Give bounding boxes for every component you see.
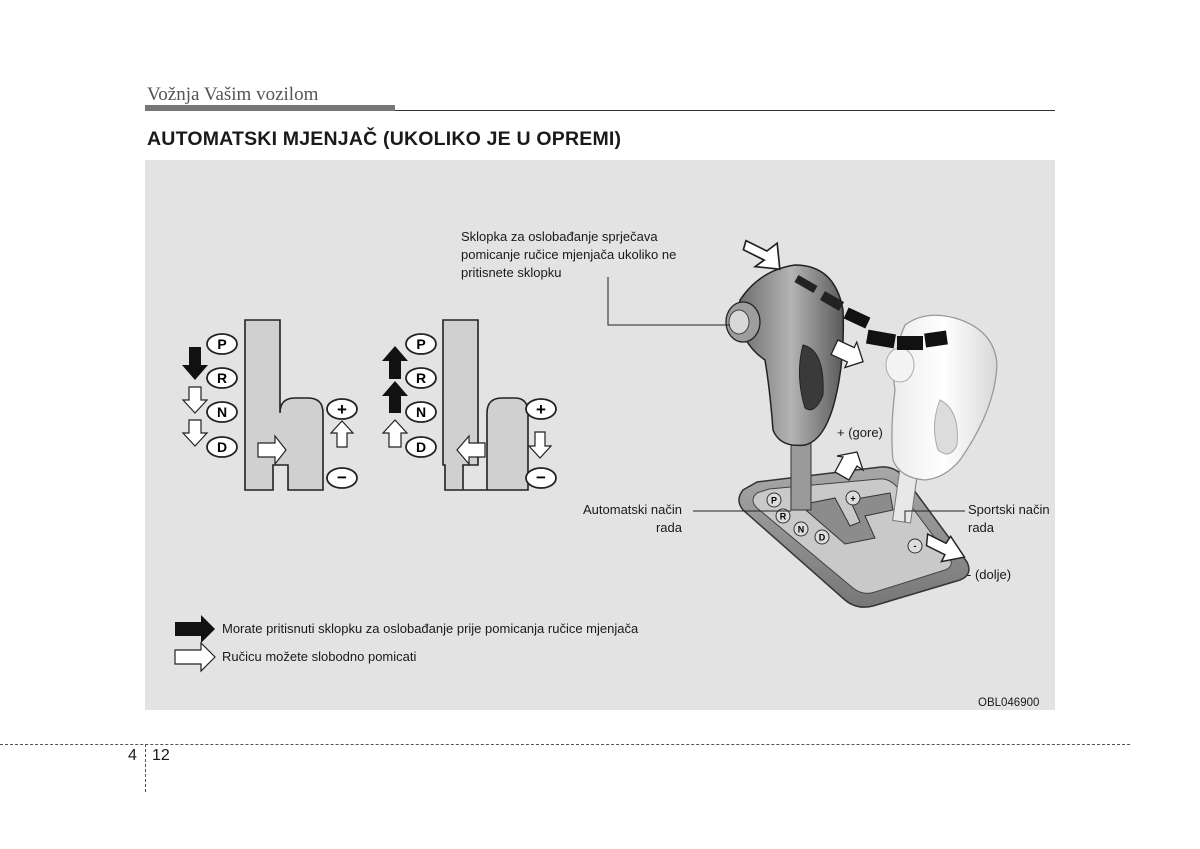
shift-lever-figure: P R N D + - xyxy=(145,160,1055,710)
up-plus-arrow xyxy=(834,451,865,481)
gate-diagram-left xyxy=(181,319,355,491)
section-title: Vožnja Vašim vozilom xyxy=(147,84,319,105)
legend-outline-label: Ručicu možete slobodno pomicati xyxy=(222,649,417,664)
leader-sport-mode xyxy=(904,510,965,522)
chapter-number: 4 xyxy=(128,747,137,764)
header-rule-thick xyxy=(145,105,395,111)
gate-label-plus: + xyxy=(337,400,347,419)
shifter-slot xyxy=(798,492,894,545)
svg-text:N: N xyxy=(798,525,805,535)
gate-slot-middle xyxy=(442,319,529,491)
filled-up-arrow xyxy=(382,346,408,379)
release-button-label: Sklopka za oslobađanje sprječava pomican… xyxy=(461,229,677,280)
legend-filled-label: Morate pritisnuti sklopku za oslobađanje… xyxy=(222,621,639,636)
svg-text:R: R xyxy=(780,512,787,522)
outline-left-arrow xyxy=(456,434,486,466)
footer-rule xyxy=(0,744,1130,745)
gate-label-n: N xyxy=(217,404,227,420)
auto-lever-shaft xyxy=(790,439,812,511)
gate-label-d: D xyxy=(416,439,426,455)
gate-label-n: N xyxy=(416,404,426,420)
sport-lever-knob xyxy=(891,314,998,481)
outline-down-arrow xyxy=(181,419,209,447)
leader-release-button xyxy=(607,277,730,326)
legend-filled-arrow xyxy=(175,615,215,643)
svg-text:+: + xyxy=(850,494,855,504)
automatic-mode-label: Automatski način rada xyxy=(583,502,682,535)
auto-lever-grip xyxy=(798,344,824,411)
shifter-illustration: P R N D + - xyxy=(607,239,998,608)
down-minus-arrow xyxy=(925,532,966,563)
figure-code: OBL046900 xyxy=(978,697,1040,709)
header-rule-thin xyxy=(395,110,1055,111)
svg-text:-: - xyxy=(914,541,917,551)
outline-down-arrow xyxy=(181,386,209,414)
gate-label-r: R xyxy=(416,370,426,386)
legend-outline-arrow xyxy=(174,641,216,673)
sport-lever-button xyxy=(885,347,915,383)
footer-divider xyxy=(145,744,146,792)
gate-bubbles: P R N D + − P R N D xyxy=(206,333,557,489)
filled-up-arrow xyxy=(382,381,408,413)
bubble-group-left: P R N D + − xyxy=(206,333,358,489)
forward-arrow xyxy=(742,239,781,271)
outline-up-arrow xyxy=(381,419,409,448)
figure-graphics: P R N D + - xyxy=(174,239,998,673)
gate-label-r: R xyxy=(217,370,227,386)
bubble-group-middle: P R N D + − xyxy=(405,333,557,489)
page-number: 12 xyxy=(152,747,170,764)
outline-right-arrow xyxy=(257,434,287,466)
filled-down-arrow xyxy=(182,347,208,380)
gate-label-p: P xyxy=(217,336,226,352)
svg-text:D: D xyxy=(819,533,826,543)
outline-up-arrow xyxy=(329,420,355,448)
gate-label-p: P xyxy=(416,336,425,352)
gate-label-plus: + xyxy=(536,400,546,419)
svg-text:P: P xyxy=(771,496,777,506)
sport-mode-label: Sportski način rada xyxy=(968,502,1050,535)
outline-down-arrow xyxy=(527,431,553,459)
gate-label-minus: − xyxy=(536,468,546,487)
page-heading: AUTOMATSKI MJENJAČ (UKOLIKO JE U OPREMI) xyxy=(147,128,622,150)
gate-label-d: D xyxy=(217,439,227,455)
gate-label-minus: − xyxy=(337,468,347,487)
gate-diagram-middle xyxy=(381,319,553,491)
sport-lever-grip xyxy=(934,399,958,455)
up-label: + (gore) xyxy=(837,425,883,440)
side-arrow xyxy=(830,339,864,369)
down-label: - (dolje) xyxy=(967,567,1012,582)
gate-slot-left xyxy=(244,319,324,491)
auto-lever-knob xyxy=(738,264,845,447)
motion-stripes xyxy=(794,275,948,350)
